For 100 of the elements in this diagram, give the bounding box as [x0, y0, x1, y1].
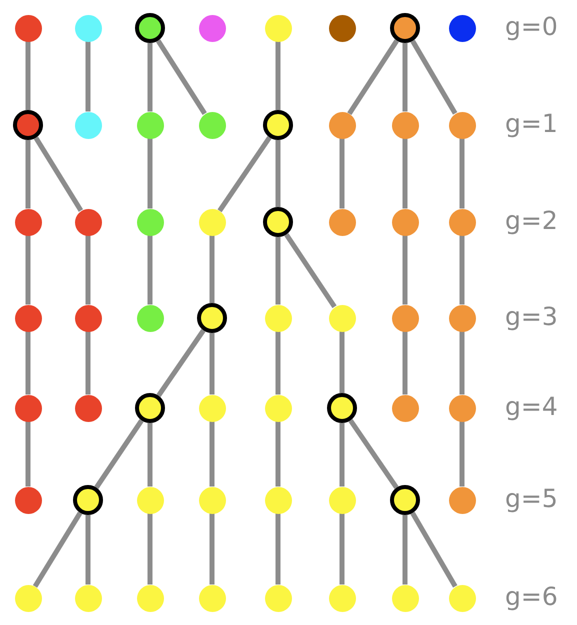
lineage-line	[34, 136, 84, 212]
dot	[136, 304, 164, 332]
dot	[392, 304, 418, 332]
dot	[328, 208, 356, 236]
dot	[264, 584, 292, 612]
dot	[264, 394, 292, 422]
dot	[74, 112, 102, 138]
lineage-line	[210, 333, 214, 394]
lineage-line	[276, 514, 280, 584]
dot	[198, 584, 226, 612]
lineage-line	[460, 422, 464, 486]
dot	[74, 584, 102, 612]
dot	[74, 208, 102, 236]
dot	[74, 14, 102, 42]
lineage-line	[86, 42, 90, 112]
dot	[328, 112, 356, 138]
dot	[448, 584, 476, 612]
lineage-line	[402, 138, 408, 208]
dot	[264, 304, 292, 332]
ringed-dot	[263, 110, 293, 140]
lineage-line	[348, 418, 399, 490]
lineage-line	[410, 512, 458, 588]
lineage-line	[26, 140, 30, 208]
lineage-line	[340, 332, 344, 393]
dot	[328, 486, 356, 514]
lineage-line	[402, 43, 408, 112]
dot	[448, 208, 476, 236]
generation-label: g=0	[505, 14, 558, 39]
dot	[392, 208, 418, 236]
dot	[136, 486, 164, 514]
ringed-dot	[263, 207, 293, 237]
dot	[448, 394, 476, 422]
lineage-line	[340, 423, 344, 486]
dot	[448, 112, 476, 138]
lineage-line	[410, 40, 458, 115]
lineage-line	[340, 514, 344, 584]
lineage-line	[148, 514, 152, 584]
dot	[328, 584, 356, 612]
generation-label: g=3	[505, 304, 558, 329]
lineage-line	[148, 236, 152, 304]
dot	[328, 304, 356, 332]
lineage-line	[276, 422, 280, 486]
generation-label: g=1	[505, 111, 558, 136]
lineage-line	[210, 514, 214, 584]
dot	[14, 304, 42, 332]
lineage-line	[86, 515, 90, 584]
ringed-dot	[13, 110, 43, 140]
lineage-line	[156, 39, 207, 115]
dot	[136, 208, 164, 236]
lineage-line	[210, 236, 214, 303]
lineage-line	[86, 332, 90, 394]
lineage-line	[148, 43, 152, 112]
dot	[198, 14, 226, 42]
lineage-line	[276, 140, 280, 207]
ringed-dot	[390, 13, 420, 43]
lineage-line	[26, 332, 30, 394]
lineage-line	[460, 236, 464, 304]
dot	[448, 486, 476, 514]
dot	[14, 486, 42, 514]
dot	[74, 304, 102, 332]
dot	[264, 14, 292, 42]
ringed-dot	[73, 485, 103, 515]
dot	[448, 14, 476, 42]
lineage-line	[276, 237, 280, 304]
dot	[14, 584, 42, 612]
dot	[392, 112, 418, 138]
dot	[392, 584, 418, 612]
ringed-dot	[135, 393, 165, 423]
ringed-dot	[135, 13, 165, 43]
lineage-line	[86, 236, 90, 304]
dot	[136, 112, 164, 138]
dot	[198, 112, 226, 138]
dot	[198, 394, 226, 422]
generation-label: g=6	[505, 584, 558, 609]
lineage-line	[94, 419, 144, 489]
dot	[448, 304, 476, 332]
lineage-line	[210, 422, 214, 486]
dot	[264, 486, 292, 514]
lineage-line	[460, 332, 464, 394]
lineage-line	[276, 42, 280, 110]
dot	[392, 394, 418, 422]
dot	[14, 394, 42, 422]
lineage-line	[148, 138, 152, 208]
dot	[328, 14, 356, 42]
dot	[198, 208, 226, 236]
lineage-line	[347, 39, 399, 116]
ringed-dot	[390, 485, 420, 515]
lineage-line	[32, 511, 82, 588]
lineage-line	[276, 332, 280, 394]
ringed-dot	[327, 393, 357, 423]
lineage-line	[218, 136, 272, 212]
lineage-line	[148, 423, 152, 486]
lineage-line	[402, 515, 408, 584]
generation-label: g=2	[505, 208, 558, 233]
ringed-dot	[197, 303, 227, 333]
dot	[198, 486, 226, 514]
lineage-line	[156, 328, 206, 398]
dot	[74, 394, 102, 422]
lineage-line	[26, 42, 30, 110]
dot	[14, 14, 42, 42]
